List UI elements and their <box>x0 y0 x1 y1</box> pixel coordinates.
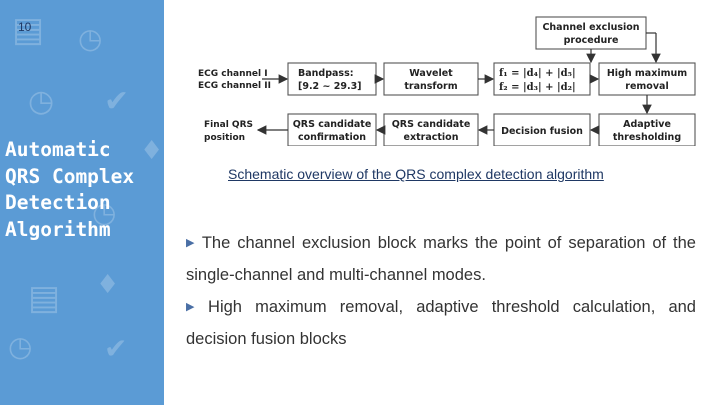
slide-number: 10 <box>18 20 32 34</box>
adaptive-label: Adaptive <box>623 119 671 130</box>
bullet-item: ▶The channel exclusion block marks the p… <box>186 227 696 291</box>
diagram-caption: Schematic overview of the QRS complex de… <box>228 166 604 182</box>
clock-icon: ◷ <box>92 196 117 229</box>
title-line: Automatic <box>5 138 111 161</box>
bullet-item: ▶High maximum removal, adaptive threshol… <box>186 291 696 355</box>
document-icon: ▤ <box>12 10 45 50</box>
input-label-ecg-2: ECG channel II <box>198 81 271 91</box>
extraction-label: extraction <box>404 132 459 143</box>
bullet-list: ▶The channel exclusion block marks the p… <box>186 227 696 355</box>
clock-icon: ◷ <box>8 330 33 363</box>
slide-title: Automatic QRS Complex Detection Algorith… <box>5 137 195 243</box>
decision-fusion-label: Decision fusion <box>501 126 583 137</box>
bullet-text: High maximum removal, adaptive threshold… <box>186 298 696 348</box>
title-line: Algorithm <box>5 217 111 241</box>
bullet-text: The channel exclusion block marks the po… <box>186 234 696 284</box>
extraction-label: QRS candidate <box>392 119 471 130</box>
wavelet-label: transform <box>404 81 457 92</box>
high-max-label: removal <box>625 81 668 92</box>
qrs-algorithm-diagram: ECG channel I ECG channel II Bandpass: [… <box>198 16 696 146</box>
adaptive-label: thresholding <box>613 132 681 143</box>
confirmation-label: QRS candidate <box>293 119 372 130</box>
left-panel: ▤ ◷ ◷ ✔ ♦ ◷ ▤ ♦ ◷ ✔ <box>0 0 164 405</box>
title-line: Detection <box>5 191 111 214</box>
high-max-label: High maximum <box>607 68 687 79</box>
tag-icon: ♦ <box>140 136 164 166</box>
decision-fusion-block <box>493 113 591 146</box>
check-circle-icon: ✔ <box>104 332 128 365</box>
final-qrs-label: Final QRS <box>204 120 253 130</box>
bullet-arrow-icon: ▶ <box>186 237 197 249</box>
channel-exclusion-label: procedure <box>564 35 619 46</box>
clock-icon: ◷ <box>78 22 103 55</box>
formula-f1: f₁ = |d₄| + |d₅| <box>499 68 576 79</box>
formula-f2: f₂ = |d₃| + |d₂| <box>499 82 576 93</box>
channel-exclusion-label: Channel exclusion <box>542 22 639 33</box>
feature-formula-block <box>493 62 591 96</box>
title-line: QRS Complex <box>5 164 135 188</box>
document-icon: ▤ <box>28 278 61 318</box>
wavelet-label: Wavelet <box>409 68 453 79</box>
adaptive-thresholding-block <box>598 113 696 146</box>
tag-icon: ♦ <box>96 270 120 300</box>
check-circle-icon: ✔ <box>104 84 130 119</box>
bandpass-range: [9.2 ~ 29.3] <box>298 81 362 92</box>
final-qrs-label: position <box>204 133 245 143</box>
bullet-arrow-icon: ▶ <box>186 301 204 313</box>
bandpass-label: Bandpass: <box>298 68 354 79</box>
input-label-ecg-1: ECG channel I <box>198 69 268 79</box>
clock-icon: ◷ <box>28 84 55 119</box>
confirmation-label: confirmation <box>298 132 366 143</box>
qrs-candidate-extraction-block <box>383 113 479 146</box>
